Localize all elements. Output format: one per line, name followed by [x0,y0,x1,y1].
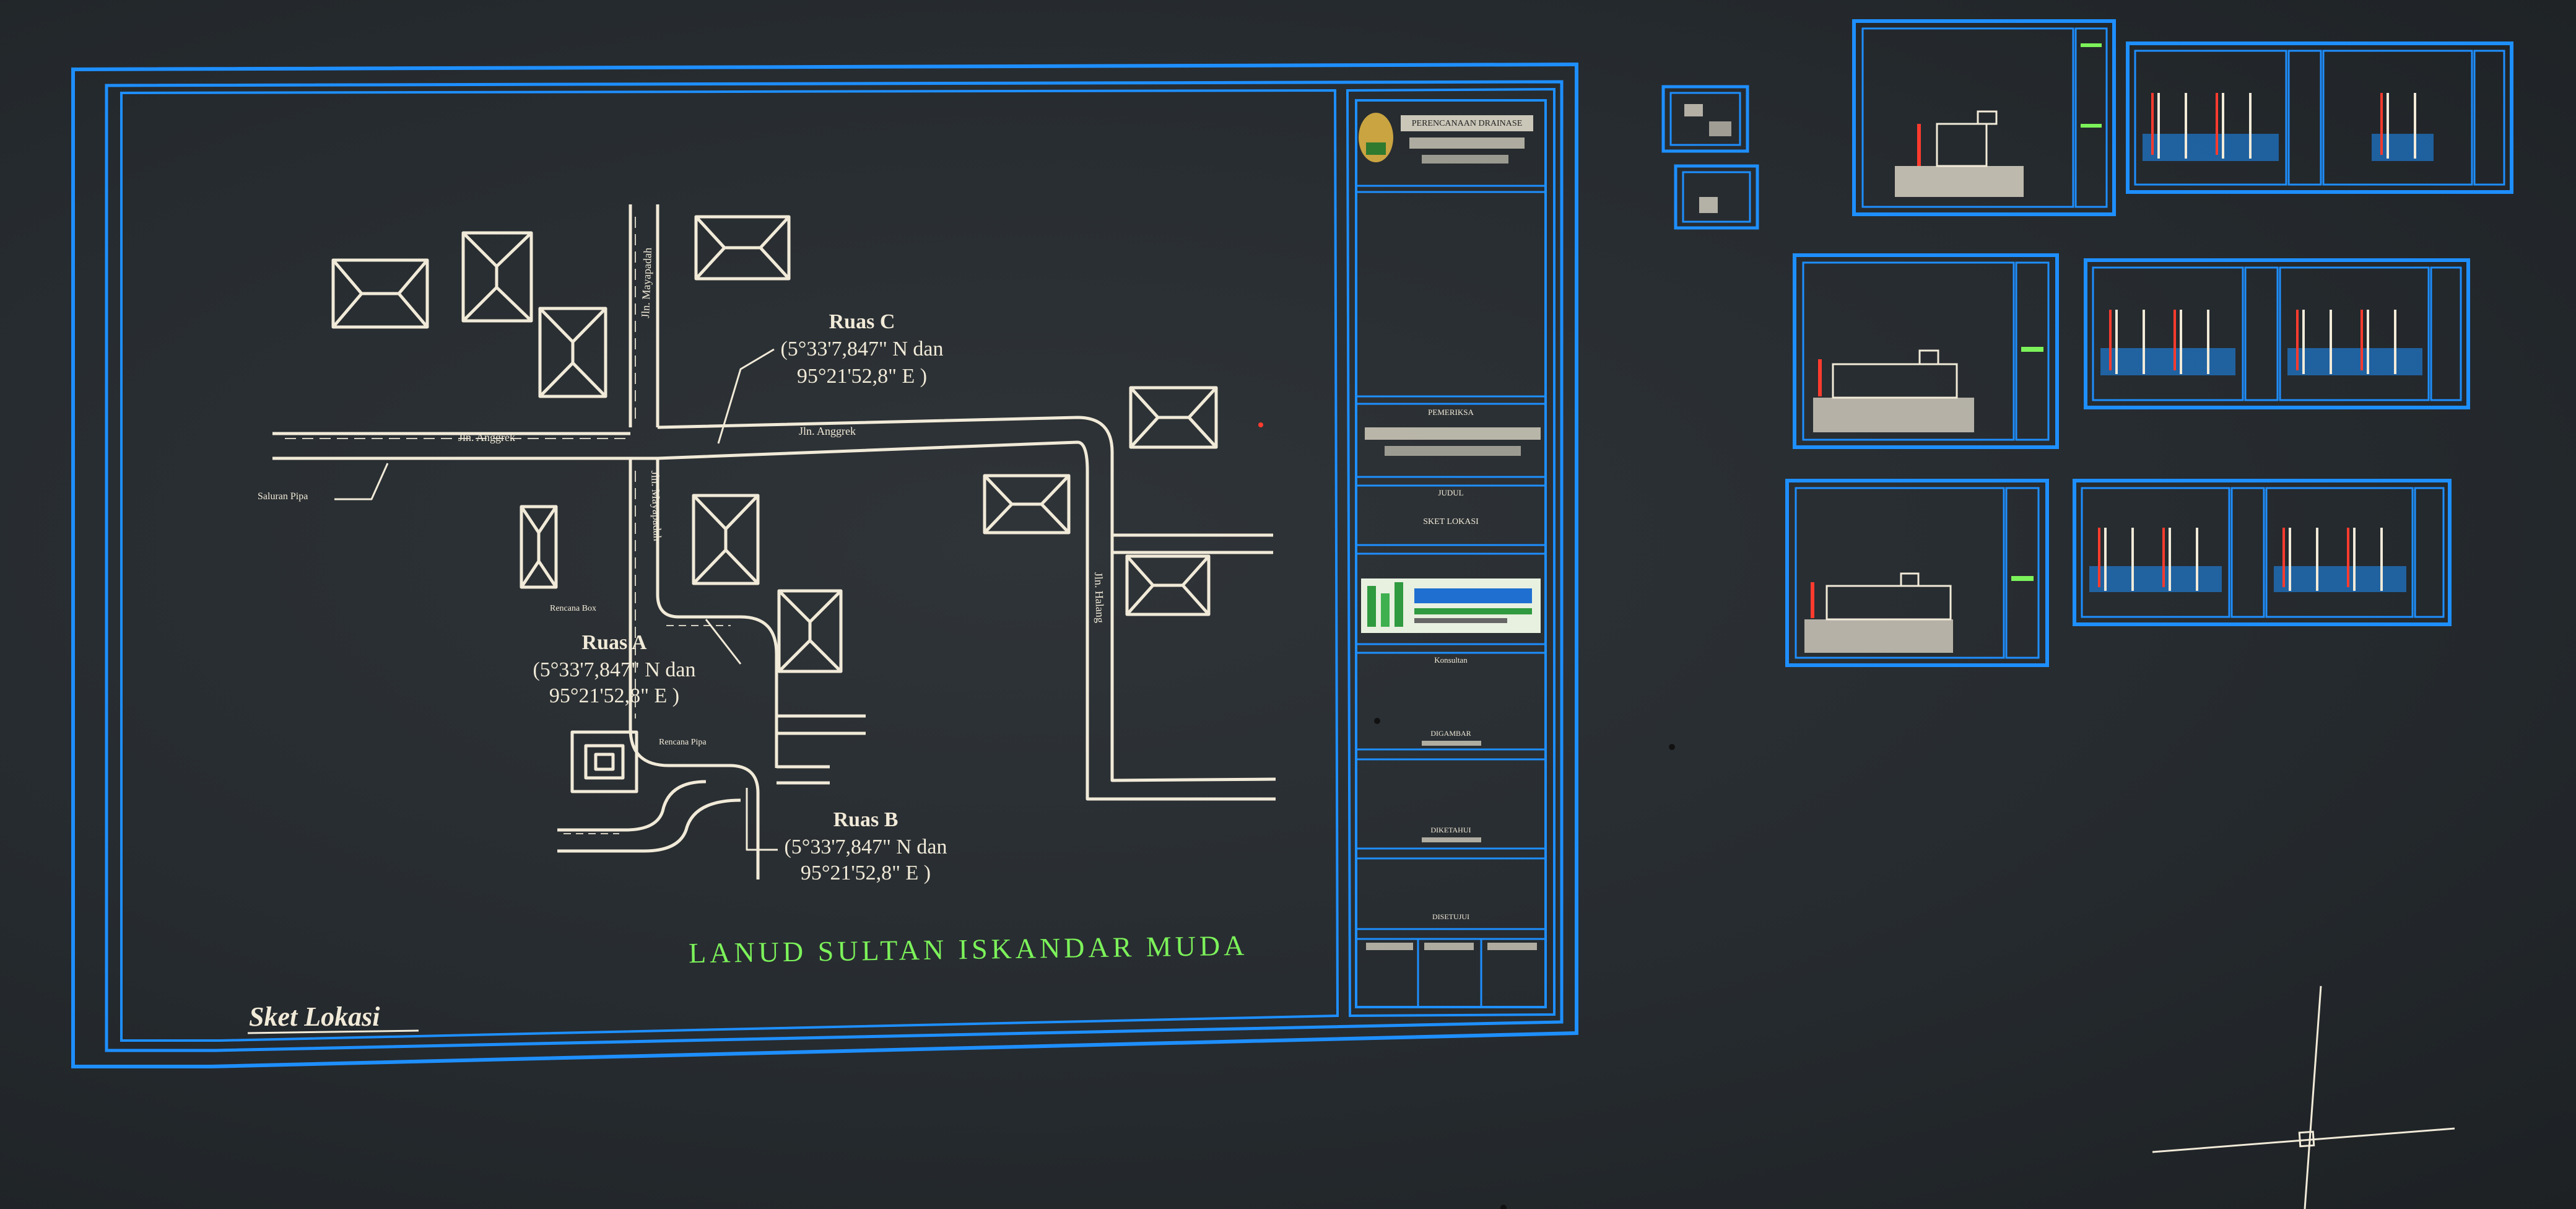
layout-sheet-detail-3[interactable] [1785,479,2049,667]
title-block[interactable]: PERENCANAAN DRAINASE PEMERIKSA JUDUL SKE [1355,99,1547,1008]
layout-sheet-pipe-2[interactable] [2084,258,2470,409]
building-icon [570,730,638,793]
road-label-north: Jln. Mayapadah [639,247,654,318]
building-icon [692,494,760,585]
marker-dot [1258,422,1263,427]
layout-sheet-pipe-1[interactable] [2126,41,2513,194]
ruas-a-title: Ruas A [582,631,647,654]
layout-sheet-detail-2[interactable] [1793,253,2059,449]
title-block-drawing-name: SKET LOKASI [1423,517,1479,526]
layout-sheet-small-2[interactable] [1674,164,1759,230]
ruas-a-latitude: (5°33'7,847" N dan [533,658,695,681]
layout-sheet-detail-1[interactable] [1852,19,2116,216]
building-icon [331,258,429,329]
ruas-b-latitude: (5°33'7,847" N dan [784,836,947,858]
ruas-c-latitude: (5°33'7,847" N dan [780,338,943,360]
building-icon [520,505,558,589]
main-drawing-sheet[interactable] [71,62,1578,1068]
layout-sheet-small-1[interactable] [1661,85,1749,153]
ruas-b-longitude: 95°21'52,8" E ) [801,862,931,884]
crosshair-cursor-icon [2152,985,2455,1209]
building-icon [777,589,843,673]
site-plan[interactable] [272,204,1276,879]
title-block-section-digambar: DIGAMBAR [1430,729,1471,738]
channel-label: Saluran Pipa [258,491,308,502]
road-label-right: Jln. Halang [1092,572,1107,623]
building-icon [538,307,607,398]
ruas-c-longitude: 95°21'52,8" E ) [797,365,927,388]
building-icon [694,215,791,281]
institution-logo-icon [1359,113,1393,162]
ruas-a-longitude: 95°21'52,8" E ) [549,684,679,707]
building-icon [1125,554,1211,616]
building-icon [983,474,1071,535]
location-name: LANUD SULTAN ISKANDAR MUDA [689,930,1248,969]
title-block-section-pemeriksa: PEMERIKSA [1428,408,1474,417]
consultant-logo-icon [1361,578,1541,633]
layout-thumbnails[interactable] [1661,19,2513,667]
sheet-title: Sket Lokasi [249,1002,380,1032]
building-icon [461,231,533,323]
ruas-c-title: Ruas C [829,310,895,333]
title-block-header: PERENCANAAN DRAINASE [1412,119,1523,128]
stray-points [1374,718,1675,1209]
title-block-section-judul: JUDUL [1438,488,1463,497]
plan-label-rencana-box: Rencana Box [550,604,596,613]
plan-label-rencana-pipa: Rencana Pipa [659,738,707,747]
road-label-main-east: Jln. Anggrek [799,425,856,437]
building-icon [1129,386,1218,449]
ruas-b-title: Ruas B [833,808,899,831]
title-block-section-konsultan: Konsultan [1434,655,1468,665]
title-block-section-diketahui: DIKETAHUI [1430,826,1471,834]
title-block-section-disetujui: DISETUJUI [1432,912,1469,921]
layout-sheet-pipe-3[interactable] [2073,479,2452,626]
road-label-middle: Jln. Mayapadah [649,470,664,541]
road-label-main-west: Jln. Anggrek [458,431,515,443]
